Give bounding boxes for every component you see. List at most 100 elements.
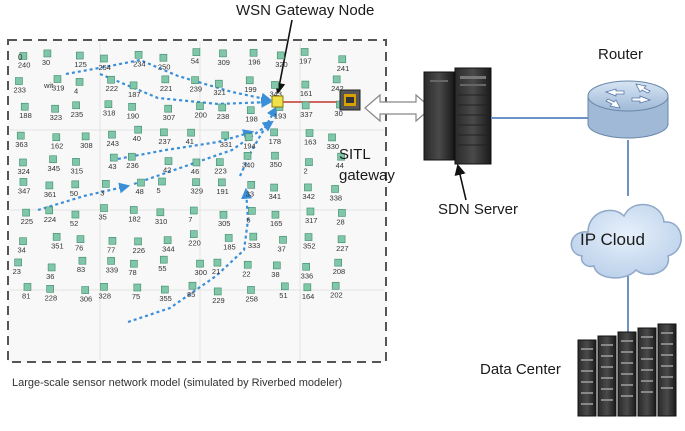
sensor-node xyxy=(134,125,142,134)
sensor-node xyxy=(219,49,227,58)
sensor-node-label: 42 xyxy=(163,166,171,175)
bidirectional-arrow xyxy=(364,93,432,123)
sensor-node xyxy=(158,177,166,186)
sensor-node-label: 237 xyxy=(158,137,171,146)
sensor-node-label: 315 xyxy=(71,166,84,175)
sensor-node xyxy=(23,283,32,291)
sensor-node-label: 190 xyxy=(127,111,140,120)
rack-slot xyxy=(661,332,673,334)
sensor-node xyxy=(305,129,314,137)
sensor-node xyxy=(19,52,28,60)
sensor-node-label: 37 xyxy=(278,244,286,253)
rack-slot xyxy=(641,358,653,360)
sensor-node xyxy=(130,259,138,268)
sensor-node xyxy=(272,261,281,270)
ip-cloud-label: IP Cloud xyxy=(580,230,645,249)
sensor-node-label: 44 xyxy=(336,161,344,170)
sensor-node xyxy=(19,237,27,246)
sensor-node xyxy=(108,130,116,139)
sensor-node xyxy=(47,263,56,272)
sensor-node xyxy=(248,207,256,215)
rack-slot xyxy=(621,395,633,397)
sensor-node-label: 30 xyxy=(334,109,342,118)
sensor-node xyxy=(191,76,199,84)
sensor-node-label: 208 xyxy=(333,267,346,276)
sensor-node-label: 236 xyxy=(126,161,139,170)
sensor-node-label: 83 xyxy=(77,265,85,274)
sensor-node-label: 21 xyxy=(212,267,220,276)
sensor-node-label: 187 xyxy=(128,90,141,99)
sensor-node-label: 3 xyxy=(100,188,104,197)
gateway-pointer-arrow xyxy=(274,19,293,95)
sensor-node-label: 23 xyxy=(13,267,21,276)
sensor-node-label: 350 xyxy=(269,160,282,169)
sensor-node-label: 361 xyxy=(44,190,57,199)
sensor-node xyxy=(246,106,255,115)
figure-caption: Large-scale sensor network model (simula… xyxy=(12,377,343,389)
sensor-node xyxy=(81,286,90,294)
sensor-node-label: 310 xyxy=(155,217,168,226)
sensor-node-label: 331 xyxy=(220,140,233,149)
sensor-node xyxy=(71,180,80,189)
sensor-node-label: 333 xyxy=(248,241,261,250)
sensor-node xyxy=(108,237,117,245)
sensor-node-label: 34 xyxy=(18,246,26,255)
sensor-node xyxy=(72,101,80,110)
sensor-node-label: 77 xyxy=(107,245,115,254)
sensor-node-label: 7 xyxy=(188,215,192,224)
sensor-node-label: 254 xyxy=(98,63,111,72)
sensor-node xyxy=(100,204,108,212)
sensor-node xyxy=(305,158,313,166)
sensor-node-label: 363 xyxy=(15,140,28,149)
sensor-node xyxy=(196,259,204,268)
sensor-node-label: 300 xyxy=(195,268,208,277)
sensor-node-label: 234 xyxy=(133,59,146,68)
sensor-node-label: 329 xyxy=(190,187,203,196)
sensor-node-label: 343 xyxy=(269,89,282,98)
sensor-node xyxy=(281,282,289,291)
sensor-node-label: 233 xyxy=(13,86,26,95)
sensor-node xyxy=(19,158,27,167)
sensor-node xyxy=(14,258,22,267)
sensor-node-label: 345 xyxy=(48,164,61,173)
sensor-node xyxy=(52,133,61,142)
rack-slot xyxy=(621,362,633,364)
rack-slot xyxy=(641,347,653,349)
sensor-node-label: 2 xyxy=(303,167,307,176)
sensor-node xyxy=(244,133,253,141)
sensor-node xyxy=(46,285,54,293)
sensor-node-label: 223 xyxy=(214,167,227,176)
sensor-node-label: 320 xyxy=(275,60,288,69)
sensor-node-label: 161 xyxy=(300,89,313,98)
sensor-node-label: 347 xyxy=(18,186,31,195)
sensor-node-label: 36 xyxy=(46,272,54,281)
sensor-node xyxy=(249,232,258,241)
sensor-node-label: 355 xyxy=(159,294,172,303)
sensor-node-label: 185 xyxy=(223,242,236,251)
sensor-node xyxy=(134,50,143,59)
sensor-node xyxy=(107,75,115,84)
sensor-node xyxy=(189,206,198,215)
sensor-node xyxy=(215,79,223,88)
sensor-node xyxy=(161,75,170,84)
sensor-node xyxy=(196,102,204,110)
sensor-node-label: 41 xyxy=(186,137,194,146)
rack-slot xyxy=(581,392,593,394)
sensor-node-label: 202 xyxy=(330,290,343,299)
rack-slot xyxy=(641,391,653,393)
sensor-node-label: 338 xyxy=(330,193,343,202)
sensor-node-label: 225 xyxy=(21,217,34,226)
sensor-node-label: 4 xyxy=(74,86,78,95)
sensor-node xyxy=(218,103,227,112)
sensor-node xyxy=(43,49,52,58)
sensor-node-label: 163 xyxy=(304,138,317,147)
sensor-node xyxy=(75,78,84,86)
sensor-node xyxy=(19,178,28,186)
sensor-node-label: 337 xyxy=(300,110,313,119)
rack-slot xyxy=(661,387,673,389)
sensor-node-label: 78 xyxy=(128,268,136,277)
sensor-node xyxy=(189,230,198,238)
